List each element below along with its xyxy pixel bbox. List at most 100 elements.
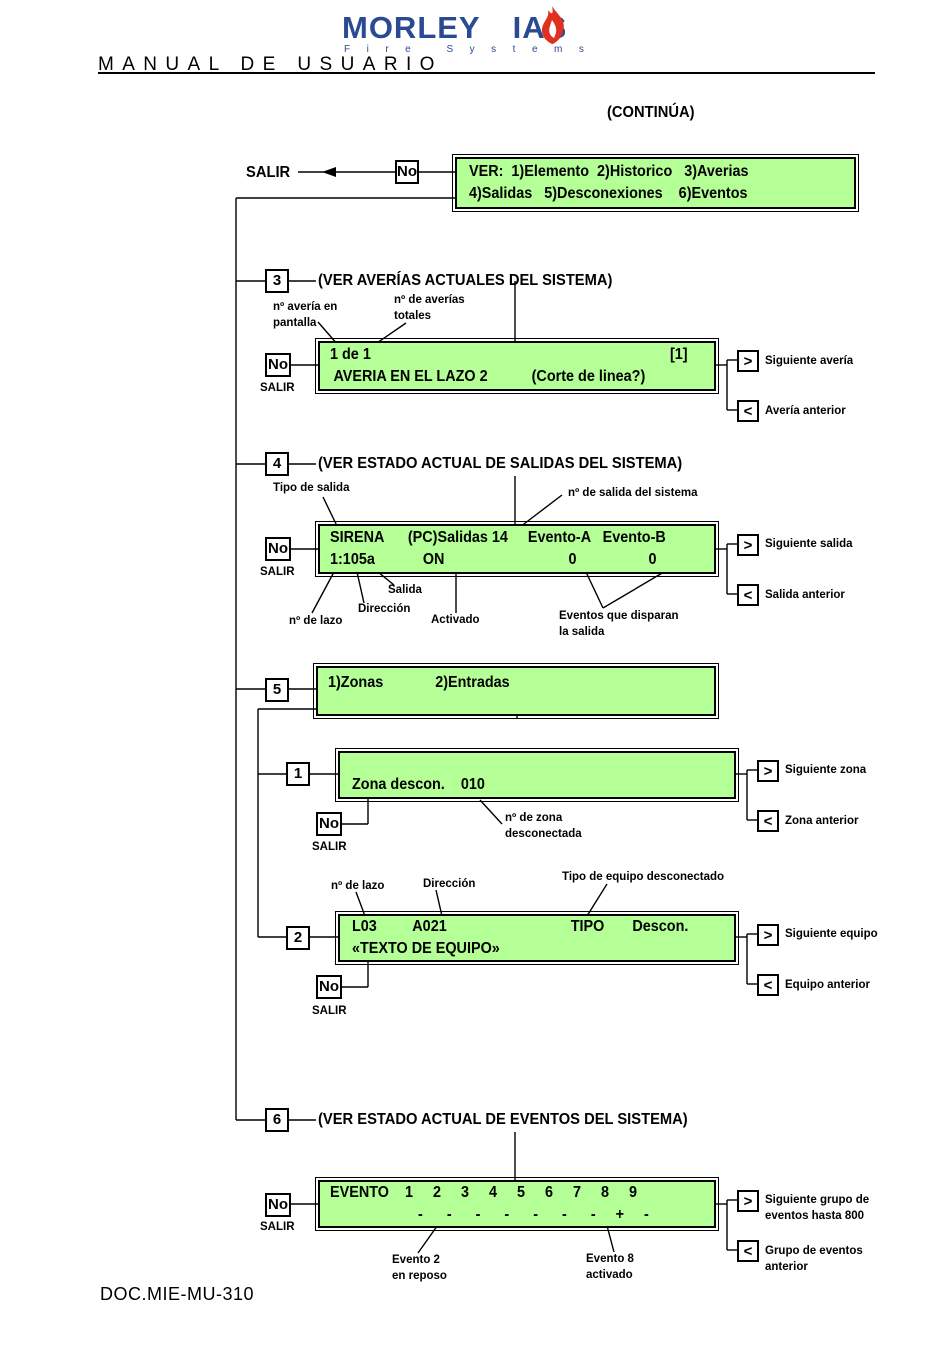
prev-label: Avería anterior xyxy=(765,405,846,417)
lcd-line-2: 4)Salidas 5)Desconexiones 6)Eventos xyxy=(469,185,748,202)
label-line: Siguiente grupo de xyxy=(765,1194,870,1206)
prev-key[interactable]: < xyxy=(757,974,779,996)
note-line: pantalla xyxy=(273,317,317,329)
section4-title: (VER ESTADO ACTUAL DE SALIDAS DEL SISTEM… xyxy=(318,455,683,472)
lcd-line-1: L03 A021 TIPO Descon. xyxy=(352,918,689,935)
lcd-line-1: EVENTO 1 2 3 4 5 6 7 8 9 xyxy=(330,1184,638,1201)
note-line: la salida xyxy=(559,626,605,638)
lcd-line-1: 1)Zonas 2)Entradas xyxy=(328,674,510,691)
note-address: Dirección xyxy=(358,603,411,615)
logo-tagline: Fire Systems xyxy=(344,44,601,55)
label-line: Grupo de eventos xyxy=(765,1245,863,1257)
no-key[interactable]: No xyxy=(265,353,291,377)
prev-key[interactable]: < xyxy=(737,584,759,606)
section3-title: (VER AVERÍAS ACTUALES DEL SISTEMA) xyxy=(318,272,613,289)
continued-label: (CONTINÚA) xyxy=(607,104,695,121)
exit-label: SALIR xyxy=(260,382,295,394)
note-loop-no: nº de lazo xyxy=(331,880,385,892)
lcd-events: EVENTO 1 2 3 4 5 6 7 8 9 - - - - - - - +… xyxy=(315,1177,719,1231)
note-activated: Activado xyxy=(431,614,480,626)
note-events-trigger: Eventos que disparan la salida xyxy=(559,608,679,640)
lcd-line-2: AVERIA EN EL LAZO 2 (Corte de linea?) xyxy=(330,368,646,385)
note-output-type: Tipo de salida xyxy=(273,482,350,494)
lcd-line-1: VER: 1)Elemento 2)Historico 3)Averias xyxy=(469,163,749,180)
next-label: Siguiente zona xyxy=(785,764,867,776)
prev-label: Equipo anterior xyxy=(785,979,870,991)
lcd-line-2: - - - - - - - + - xyxy=(330,1206,649,1223)
doc-code: DOC.MIE-MU-310 xyxy=(100,1284,255,1304)
lcd-line-1: SIRENA (PC)Salidas 14 Evento-A Evento-B xyxy=(330,529,666,546)
exit-label: SALIR xyxy=(260,566,295,578)
note-line: nº avería en xyxy=(273,301,338,313)
exit-label: SALIR xyxy=(246,164,291,181)
exit-label: SALIR xyxy=(260,1221,295,1233)
key-2[interactable]: 2 xyxy=(286,926,310,950)
exit-label: SALIR xyxy=(312,841,347,853)
lcd-line-2: 1:105a ON 0 0 xyxy=(330,551,657,568)
lcd-zone: Zona descon. 010 xyxy=(335,748,739,802)
prev-label: Grupo de eventos anterior xyxy=(765,1243,863,1275)
lcd-line-2: «TEXTO DE EQUIPO» xyxy=(352,940,500,957)
key-4[interactable]: 4 xyxy=(265,452,289,476)
key-1[interactable]: 1 xyxy=(286,762,310,786)
lcd-view-menu: VER: 1)Elemento 2)Historico 3)Averias 4)… xyxy=(452,154,859,212)
note-address: Dirección xyxy=(423,878,476,890)
prev-key[interactable]: < xyxy=(737,400,759,422)
section6-title: (VER ESTADO ACTUAL DE EVENTOS DEL SISTEM… xyxy=(318,1111,688,1128)
key-6[interactable]: 6 xyxy=(265,1108,289,1132)
lcd-faults: 1 de 1 [1] AVERIA EN EL LAZO 2 (Corte de… xyxy=(315,338,719,394)
no-key[interactable]: No xyxy=(265,1193,291,1217)
note-output: Salida xyxy=(388,584,422,596)
prev-label: Salida anterior xyxy=(765,589,845,601)
note-line: Evento 2 xyxy=(392,1254,440,1266)
note-line: nº de averías xyxy=(394,294,465,306)
note-loop-no: nº de lazo xyxy=(289,615,343,627)
exit-label: SALIR xyxy=(312,1005,347,1017)
label-line: anterior xyxy=(765,1261,808,1273)
prev-key[interactable]: < xyxy=(757,810,779,832)
no-key[interactable]: No xyxy=(265,537,291,561)
next-key[interactable]: > xyxy=(757,760,779,782)
note-line: en reposo xyxy=(392,1270,447,1282)
note-line: Evento 8 xyxy=(586,1253,634,1265)
note-zone-no: nº de zona desconectada xyxy=(505,810,582,842)
next-label: Siguiente equipo xyxy=(785,928,878,940)
note-system-output-no: nº de salida del sistema xyxy=(568,487,698,499)
prev-label: Zona anterior xyxy=(785,815,859,827)
note-line: activado xyxy=(586,1269,633,1281)
key-5[interactable]: 5 xyxy=(265,678,289,702)
note-line: Eventos que disparan xyxy=(559,610,679,622)
note-line: desconectada xyxy=(505,828,582,840)
manual-title: MANUAL DE USUARIO xyxy=(98,54,443,75)
note-event2: Evento 2 en reposo xyxy=(392,1252,447,1284)
key-3[interactable]: 3 xyxy=(265,269,289,293)
next-key[interactable]: > xyxy=(737,1190,759,1212)
next-label: Siguiente grupo de eventos hasta 800 xyxy=(765,1192,869,1224)
next-key[interactable]: > xyxy=(757,924,779,946)
note-event8: Evento 8 activado xyxy=(586,1251,634,1283)
morley-ias-logo: MORLEY IAS Fire Systems xyxy=(342,6,642,58)
lcd-line-1-left: 1 de 1 xyxy=(330,346,371,363)
prev-key[interactable]: < xyxy=(737,1240,759,1262)
lcd-outputs: SIRENA (PC)Salidas 14 Evento-A Evento-B … xyxy=(315,521,719,577)
lcd-line-2: Zona descon. 010 xyxy=(352,776,485,793)
next-key[interactable]: > xyxy=(737,350,759,372)
note-device-type: Tipo de equipo desconectado xyxy=(562,871,725,883)
note-line: totales xyxy=(394,310,432,322)
lcd-disconnections: 1)Zonas 2)Entradas xyxy=(313,663,719,719)
logo-wordmark: MORLEY IAS xyxy=(342,10,568,45)
lcd-device: L03 A021 TIPO Descon. «TEXTO DE EQUIPO» xyxy=(335,911,739,965)
next-label: Siguiente salida xyxy=(765,538,853,550)
label-line: eventos hasta 800 xyxy=(765,1210,865,1222)
lcd-line-1-right: [1] xyxy=(670,346,688,363)
header-rule xyxy=(98,72,875,74)
no-key[interactable]: No xyxy=(316,975,342,999)
note-total-faults: nº de averías totales xyxy=(394,292,465,324)
no-key[interactable]: No xyxy=(395,160,419,184)
note-fault-on-screen: nº avería en pantalla xyxy=(273,299,337,331)
no-key[interactable]: No xyxy=(316,812,342,836)
flame-icon xyxy=(542,6,564,44)
next-label: Siguiente avería xyxy=(765,355,854,367)
next-key[interactable]: > xyxy=(737,534,759,556)
